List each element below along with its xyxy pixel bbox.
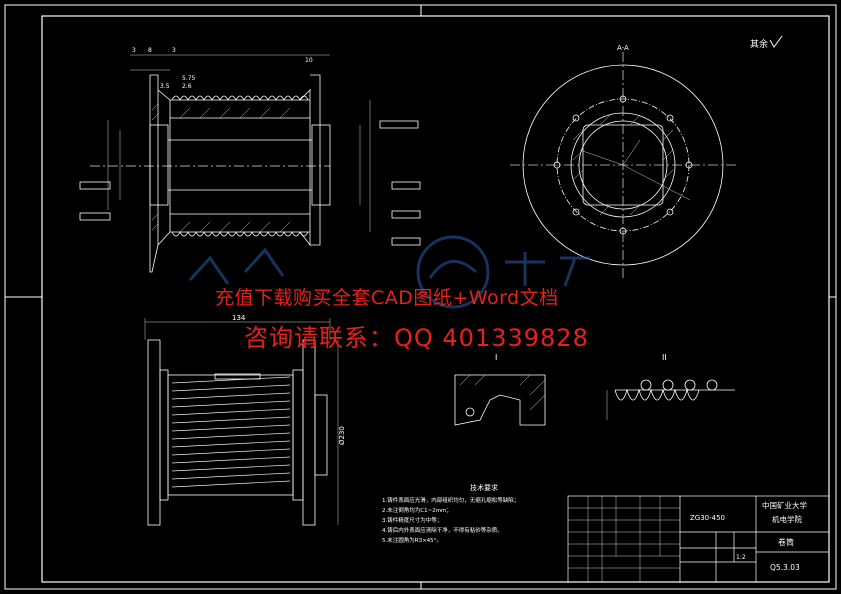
part-code: Q5.3.03 — [770, 563, 800, 572]
svg-text:3: 3 — [172, 47, 176, 54]
roughness-note: 其余 — [750, 38, 768, 50]
dimension-texts-top: 3 8 3 10 5.75 2.6 3.5 — [132, 47, 313, 90]
svg-text:5.75: 5.75 — [182, 75, 196, 82]
watermark-logo-icon — [188, 235, 590, 309]
dim-diameter: Ø230 — [338, 426, 346, 445]
svg-text:技术要求: 技术要求 — [470, 483, 498, 492]
tech-requirements: 技术要求 1.铸件表面应光滑，内部组织均匀，无缩孔缩松等缺陷； 2.未注倒角均为… — [382, 483, 519, 544]
svg-text:8: 8 — [148, 47, 152, 54]
section-aa-label: A-A — [617, 44, 629, 52]
detail-label-2: II — [662, 353, 667, 362]
drum-side-view — [144, 318, 339, 526]
roughness-symbol-icon — [769, 35, 783, 48]
detail-label-1: I — [495, 353, 497, 362]
detail-view-2 — [606, 379, 735, 420]
svg-text:3.铸件精度尺寸为中等；: 3.铸件精度尺寸为中等； — [382, 516, 442, 524]
svg-text:1.铸件表面应光滑，内部组织均匀，无缩孔缩松等缺陷；: 1.铸件表面应光滑，内部组织均匀，无缩孔缩松等缺陷； — [382, 496, 519, 504]
svg-text:2.6: 2.6 — [182, 83, 192, 90]
section-view-aa — [510, 52, 736, 278]
title-block — [567, 495, 830, 583]
svg-text:4.铸后内外表面应清除干净，不得有粘砂等杂质。: 4.铸后内外表面应清除干净，不得有粘砂等杂质。 — [382, 526, 503, 534]
dim-length: 134 — [232, 314, 246, 322]
scale-value: 1:2 — [736, 554, 746, 561]
watermark-line-1: 充值下载购买全套CAD图纸+Word文档 — [215, 287, 559, 309]
svg-text:3.5: 3.5 — [160, 83, 170, 90]
section-view-main — [79, 54, 421, 273]
drawing-frame — [4, 4, 837, 590]
college-name: 机电学院 — [772, 514, 802, 524]
svg-text:5.未注圆角为R3×45°。: 5.未注圆角为R3×45°。 — [382, 536, 442, 544]
detail-view-1 — [454, 374, 546, 426]
svg-text:3: 3 — [132, 47, 136, 54]
drawing-number: ZG30-450 — [690, 514, 725, 522]
svg-text:2.未注倒角均为C1~2mm；: 2.未注倒角均为C1~2mm； — [382, 506, 452, 514]
watermark-line-2: 咨询请联系：QQ 401339828 — [244, 324, 589, 352]
title-block-texts: ZG30-450 中国矿业大学 机电学院 卷筒 1:2 Q5.3.03 — [690, 500, 807, 572]
svg-text:10: 10 — [305, 57, 313, 64]
part-name: 卷筒 — [778, 537, 794, 547]
school-name: 中国矿业大学 — [762, 500, 807, 510]
